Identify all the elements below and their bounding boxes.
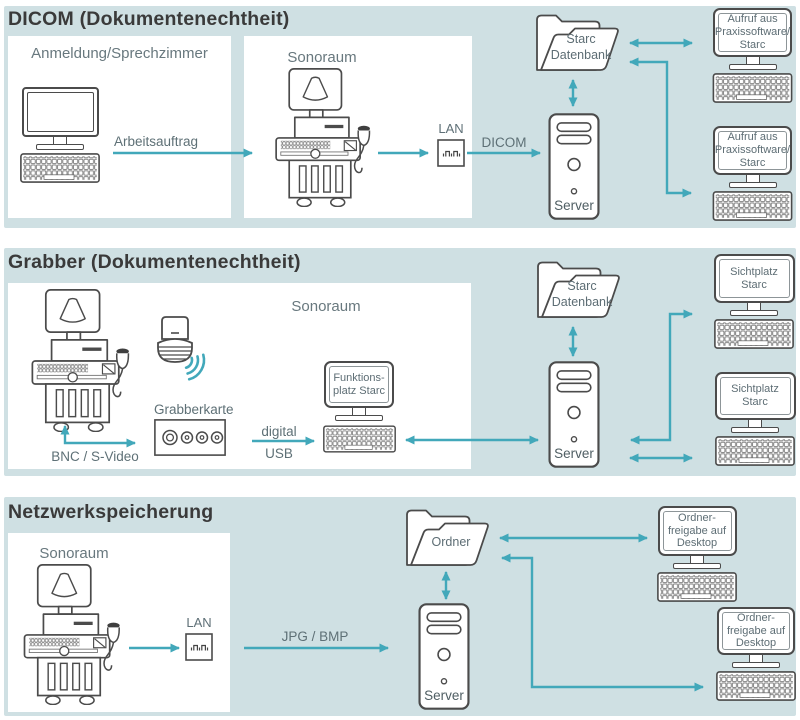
monitor-icon: Aufruf aus Praxissoftware/ Starc	[713, 8, 792, 57]
room-sonoraum-1-label: Sonoraum	[287, 49, 357, 66]
monitor-base	[730, 310, 778, 316]
bnc-svideo-label: BNC / S-Video	[51, 449, 139, 464]
workstation-p3-1: Ordner- freigabe auf Desktop	[656, 506, 738, 602]
server-3: Server	[418, 603, 470, 710]
keyboard-icon	[715, 671, 797, 701]
monitor-label: Ordner- freigabe auf Desktop	[662, 511, 732, 551]
server-label: Server	[424, 688, 464, 703]
monitor-base	[335, 415, 383, 421]
workstation-p2-1: Sichtplatz Starc	[713, 254, 795, 349]
workstation-p3-2: Ordner- freigabe auf Desktop	[715, 607, 797, 701]
monitor-label: Aufruf aus Praxissoftware/ Starc	[714, 13, 791, 52]
keyboard-icon	[712, 73, 793, 103]
monitor-base	[728, 182, 777, 188]
dicom-label: DICOM	[481, 135, 527, 150]
grabber-card-icon	[154, 419, 226, 456]
workstation-p2-2: Sichtplatz Starc	[714, 372, 796, 466]
room-sonoraum-3-label: Sonoraum	[39, 545, 109, 562]
room-anmeldung-label: Anmeldung/Sprechzimmer	[31, 45, 208, 62]
usb-label: USB	[265, 446, 293, 461]
monitor-icon: Ordner- freigabe auf Desktop	[717, 607, 795, 655]
keyboard-icon	[20, 153, 100, 183]
folder-ordner: Ordner	[400, 502, 490, 568]
panel2-title: Grabber (Dokumentenechtheit)	[8, 251, 301, 273]
lan-port-icon	[185, 633, 213, 661]
wireless-probe-icon	[148, 314, 210, 388]
desktop-computer-icon	[20, 87, 100, 183]
jpg-bmp-label: JPG / BMP	[281, 629, 349, 644]
monitor-stand	[747, 302, 761, 310]
monitor-stand	[690, 555, 704, 563]
ultrasound-machine-icon	[21, 288, 134, 432]
lan-node: LAN	[433, 121, 469, 167]
server-label: Server	[554, 446, 594, 461]
monitor-stand	[745, 174, 760, 182]
monitor-screen	[26, 92, 94, 132]
monitor-icon: Sichtplatz Starc	[713, 254, 795, 303]
monitor-icon: Aufruf aus Praxissoftware/ Starc	[713, 126, 792, 175]
room-sonoraum-2-label: Sonoraum	[291, 298, 361, 315]
server-label: Server	[554, 198, 594, 213]
workstation-p1-1: Aufruf aus Praxissoftware/ Starc	[712, 8, 793, 103]
monitor-stand	[749, 654, 763, 662]
monitor-stand	[352, 407, 366, 415]
monitor-icon: Funktions- platz Starc	[324, 361, 394, 408]
lan-node: LAN	[181, 615, 217, 661]
ultrasound-machine-icon	[265, 67, 375, 207]
folder-label: Ordner	[431, 535, 471, 550]
server-2: Server	[548, 361, 600, 468]
arbeitsauftrag-label: Arbeitsauftrag	[114, 134, 199, 149]
folder-starc-1: Starc Datenbank	[530, 7, 620, 73]
monitor-icon: Sichtplatz Starc	[714, 372, 796, 420]
panel1-title: DICOM (Dokumentenechtheit)	[8, 8, 290, 30]
monitor-stand	[748, 419, 762, 427]
monitor-stand	[745, 56, 760, 64]
room-sonoraum-1	[244, 36, 472, 218]
folder-label: Starc Datenbank	[550, 32, 612, 62]
monitor-base	[728, 64, 777, 70]
keyboard-icon	[713, 319, 795, 349]
keyboard-icon	[323, 424, 396, 454]
monitor-stand	[53, 136, 67, 144]
digital-label: digital	[261, 424, 297, 439]
monitor-label: Sichtplatz Starc	[719, 377, 791, 415]
monitor-base	[732, 662, 780, 668]
workstation-p1-2: Aufruf aus Praxissoftware/ Starc	[712, 126, 793, 221]
keyboard-icon	[712, 191, 793, 221]
monitor-base	[673, 563, 721, 569]
keyboard-icon	[656, 572, 738, 602]
monitor-icon	[21, 87, 99, 137]
monitor-icon: Ordner- freigabe auf Desktop	[657, 506, 737, 556]
ultrasound-machine-icon	[16, 563, 122, 705]
monitor-base	[36, 144, 84, 150]
monitor-label: Funktions- platz Starc	[329, 366, 389, 403]
grabberkarte-label: Grabberkarte	[154, 402, 234, 417]
funktionsplatz-workstation: Funktions- platz Starc	[322, 361, 396, 454]
lan-label: LAN	[438, 121, 464, 136]
monitor-label: Sichtplatz Starc	[718, 259, 790, 298]
keyboard-icon	[714, 436, 796, 466]
monitor-label: Ordner- freigabe auf Desktop	[722, 612, 790, 650]
server-1: Server	[548, 113, 600, 220]
lan-label: LAN	[186, 615, 212, 630]
lan-port-icon	[437, 139, 465, 167]
folder-starc-2: Starc Datenbank	[531, 254, 621, 320]
folder-label: Starc Datenbank	[551, 279, 613, 309]
panel3-title: Netzwerkspeicherung	[8, 501, 214, 523]
monitor-base	[731, 427, 779, 433]
monitor-label: Aufruf aus Praxissoftware/ Starc	[714, 131, 791, 170]
